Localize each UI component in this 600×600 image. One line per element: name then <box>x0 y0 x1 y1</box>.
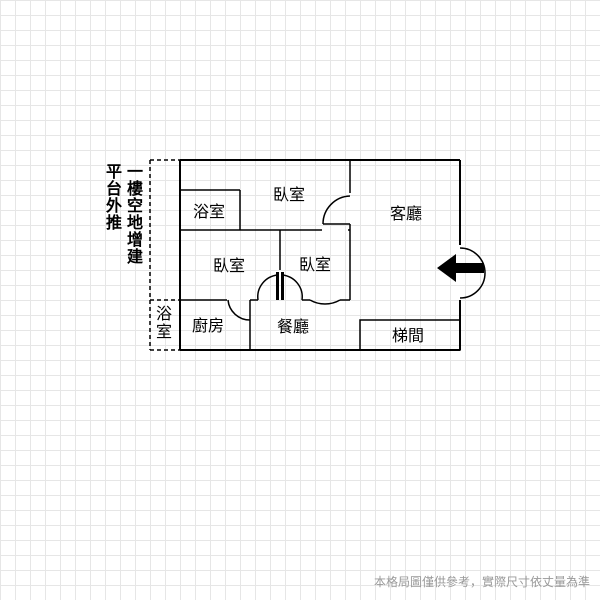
disclaimer-footer: 本格局圖僅供參考，實際尺寸依丈量為準 <box>373 575 590 589</box>
annotation-extension-1f: 一 樓 空 地 增 建 <box>127 162 144 266</box>
room-label-bedroom-left: 臥室 <box>213 256 245 275</box>
room-label-kitchen: 廚房 <box>192 316 224 335</box>
door-leaf-left <box>276 272 279 300</box>
room-label-bedroom-upper: 臥室 <box>273 185 305 204</box>
room-label-stairwell: 梯間 <box>392 326 424 345</box>
room-label-bathroom-upper: 浴室 <box>193 202 225 221</box>
door-leaf-right <box>281 272 284 300</box>
room-label-bedroom-middle: 臥室 <box>299 255 331 274</box>
room-label-bathroom-lower: 浴 室 <box>156 304 173 341</box>
room-label-living-room: 客廳 <box>390 204 422 223</box>
interior-walls <box>180 160 461 351</box>
extension-outline <box>149 159 180 351</box>
annotation-platform: 平 台 外 推 <box>106 162 123 232</box>
arrow-left-icon <box>437 254 484 282</box>
room-label-dining-room: 餐廳 <box>277 317 309 336</box>
door-swings <box>227 195 486 321</box>
